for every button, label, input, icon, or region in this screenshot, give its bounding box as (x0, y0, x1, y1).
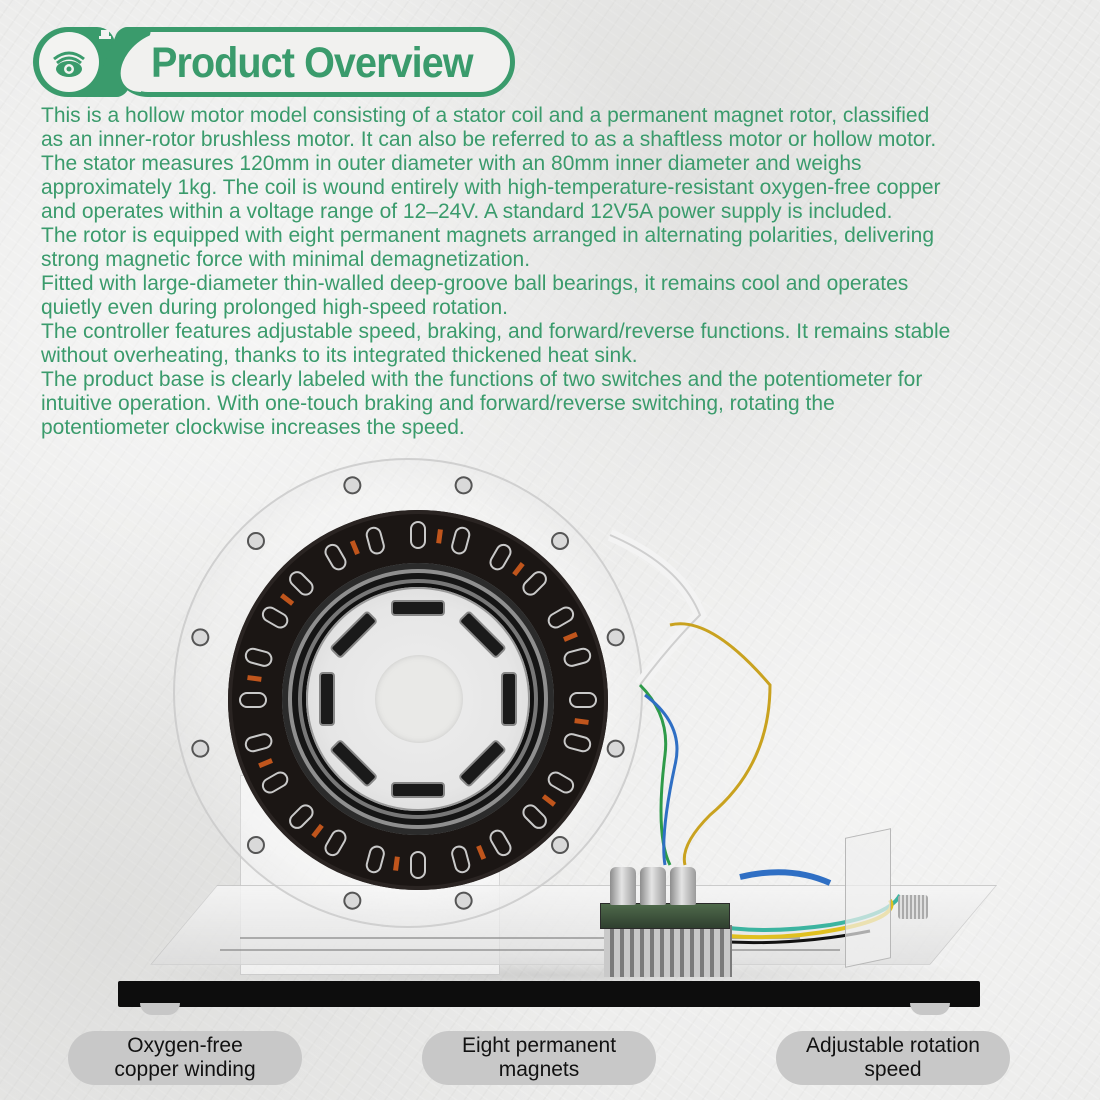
permanent-magnets (319, 600, 517, 798)
description-line: The controller features adjustable speed… (41, 320, 951, 343)
feature-label-line: Adjustable rotation (806, 1034, 980, 1057)
heat-sink (604, 925, 732, 977)
small-hat-icon (99, 30, 111, 39)
product-image (110, 455, 1000, 1025)
feature-list: Oxygen-free copper winding Eight permane… (0, 1031, 1100, 1085)
feature-label-line: Eight permanent (461, 1034, 617, 1057)
description-line: potentiometer clockwise increases the sp… (41, 416, 465, 439)
description-line: This is a hollow motor model consisting … (41, 104, 930, 127)
description-line: without overheating, thanks to its integ… (41, 344, 638, 367)
capacitor (640, 867, 666, 905)
base-front-edge (118, 981, 980, 1007)
page-title: Product Overview (151, 39, 474, 87)
feature-label-line: magnets (498, 1058, 580, 1081)
feature-label-line: speed (864, 1058, 922, 1081)
base-groove (240, 937, 800, 939)
copper-windings (239, 521, 597, 879)
description-line: The rotor is equipped with eight permane… (41, 224, 935, 247)
base-foot (140, 1003, 180, 1015)
feature-pill-copper-winding: Oxygen-free copper winding (68, 1031, 302, 1085)
eye-icon (53, 51, 85, 77)
description-line: as an inner-rotor brushless motor. It ca… (41, 128, 937, 151)
description-line: strong magnetic force with minimal demag… (41, 248, 531, 271)
controller-board (600, 903, 730, 929)
feature-pill-permanent-magnets: Eight permanent magnets (422, 1031, 656, 1085)
description-line: The product base is clearly labeled with… (41, 368, 923, 391)
feature-label-line: copper winding (114, 1058, 256, 1081)
feature-label-line: Oxygen-free (127, 1034, 243, 1057)
base-groove (220, 949, 840, 951)
section-header: Product Overview (33, 27, 515, 97)
switch-panel (845, 828, 891, 968)
mounting-screws (191, 476, 625, 910)
description-line: approximately 1kg. The coil is wound ent… (41, 176, 941, 199)
feature-pill-adjustable-speed: Adjustable rotation speed (776, 1031, 1010, 1085)
description-line: and operates within a voltage range of 1… (41, 200, 893, 223)
description-line: The stator measures 120mm in outer diame… (41, 152, 862, 175)
description-line: Fitted with large-diameter thin-walled d… (41, 272, 909, 295)
potentiometer-knob (898, 895, 928, 919)
hollow-center (375, 655, 463, 743)
product-description: This is a hollow motor model consisting … (41, 104, 1081, 440)
capacitor (670, 867, 696, 905)
description-line: intuitive operation. With one-touch brak… (41, 392, 835, 415)
base-foot (910, 1003, 950, 1015)
capacitor (610, 867, 636, 905)
description-line: quietly even during prolonged high-speed… (41, 296, 508, 319)
